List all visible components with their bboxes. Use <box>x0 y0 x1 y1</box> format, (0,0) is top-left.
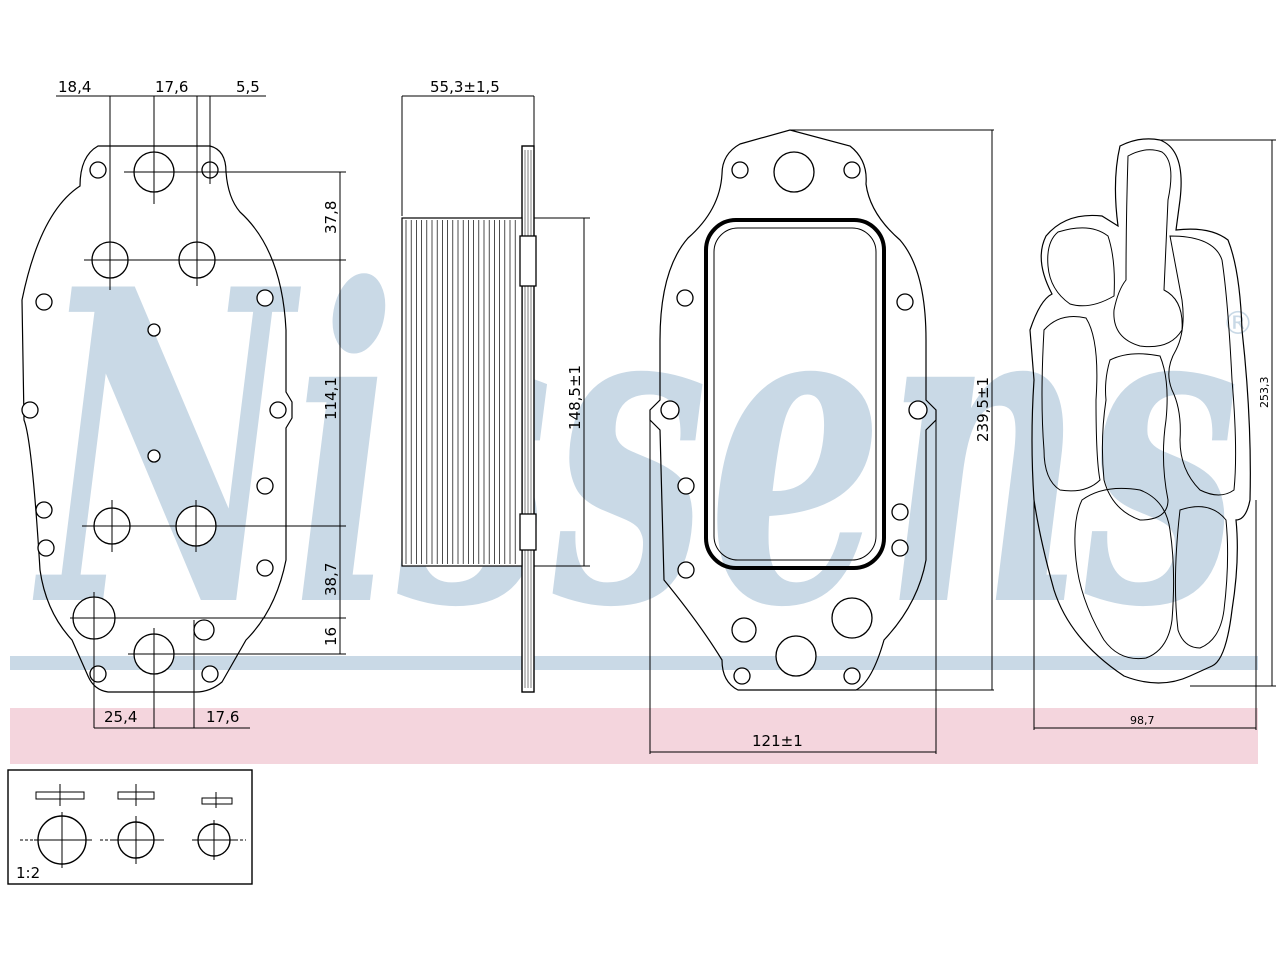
gasket-window-inner <box>713 227 877 561</box>
dim-98-7: 98,7 <box>1130 714 1155 727</box>
front-outline <box>21 145 293 693</box>
dim-17-6-bottom: 17,6 <box>206 708 239 726</box>
gasket-window-outer <box>704 218 886 570</box>
scale-label: 1:2 <box>16 864 40 882</box>
gasket-view: 239,5±1 121±1 <box>649 129 994 754</box>
seal-inner-6 <box>1074 487 1175 660</box>
dim-239-5: 239,5±1 <box>974 377 992 442</box>
fin-stack <box>401 217 523 567</box>
seal-inner-4 <box>1041 316 1101 492</box>
seal-inner-3 <box>1047 227 1115 307</box>
watermark-band-blue <box>10 656 1258 670</box>
detail-box: 1:2 <box>7 769 253 885</box>
seal-view: 253,3 98,7 <box>1029 138 1276 730</box>
dim-5-5: 5,5 <box>236 78 260 96</box>
dim-25-4: 25,4 <box>104 708 137 726</box>
fin-lines <box>405 220 516 564</box>
front-dim-lines <box>56 95 341 729</box>
gasket-holes <box>660 151 928 685</box>
dim-17-6-top: 17,6 <box>155 78 188 96</box>
registered-mark: ® <box>1222 304 1254 342</box>
seal-inner-2 <box>1168 235 1237 496</box>
dim-38-7: 38,7 <box>322 563 340 596</box>
dim-148-5: 148,5±1 <box>566 365 584 430</box>
dim-16: 16 <box>322 627 340 646</box>
seal-inner-5 <box>1101 353 1169 521</box>
seal-inner-1 <box>1113 149 1183 348</box>
dim-37-8: 37,8 <box>322 201 340 234</box>
front-centerlines <box>70 96 346 728</box>
dim-253-3: 253,3 <box>1258 377 1271 409</box>
dim-55-3: 55,3±1,5 <box>430 78 500 96</box>
dim-121: 121±1 <box>752 732 803 750</box>
seal-inner-7 <box>1174 506 1229 649</box>
front-view: 18,4 17,6 5,5 37,8 114,1 38,7 16 25,4 17… <box>21 78 346 729</box>
dim-18-4: 18,4 <box>58 78 91 96</box>
side-view: 55,3±1,5 148,5±1 <box>401 78 590 693</box>
watermark-band-pink <box>10 708 1258 764</box>
seal-outer <box>1029 138 1251 684</box>
dim-114-1: 114,1 <box>322 377 340 420</box>
front-small-holes <box>21 161 287 683</box>
